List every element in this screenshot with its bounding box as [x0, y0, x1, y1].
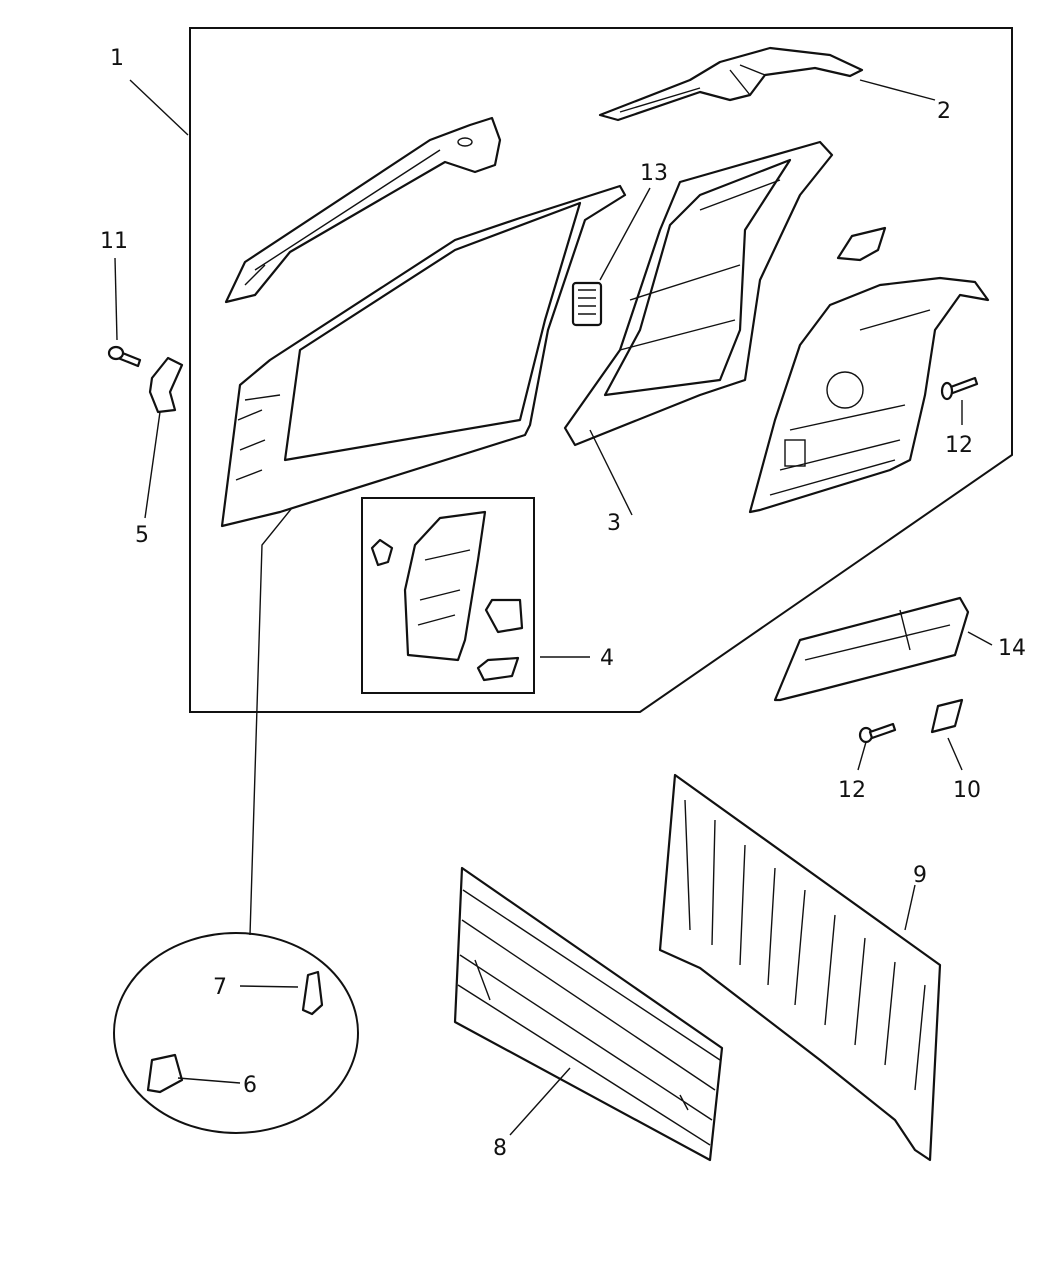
callout-4: 4 [600, 646, 614, 671]
screw-part-left [107, 345, 142, 368]
callout-12-upper: 12 [945, 433, 973, 458]
callout-2: 2 [937, 99, 951, 124]
screw-part-upper [940, 376, 979, 401]
callout-12-lower: 12 [838, 778, 866, 803]
callout-5: 5 [135, 523, 149, 548]
corner-bracket-part [930, 698, 964, 734]
callout-8: 8 [493, 1136, 507, 1161]
clip-part [148, 356, 184, 414]
small-bracket-part [836, 226, 887, 262]
callout-14: 14 [998, 636, 1026, 661]
callout-11: 11 [100, 229, 128, 254]
callout-7: 7 [213, 975, 227, 1000]
bracket-part-6 [146, 1053, 184, 1094]
callout-13: 13 [640, 161, 668, 186]
callout-1: 1 [110, 46, 124, 71]
callout-9: 9 [913, 863, 927, 888]
bracket-part-7 [301, 970, 324, 1016]
inset-reinforcement-part [370, 510, 524, 682]
assembly-outline [189, 27, 1013, 713]
callout-10: 10 [953, 778, 981, 803]
id-label-part [571, 281, 603, 327]
inset-box [361, 497, 535, 694]
screw-part-lower [858, 722, 897, 744]
callout-6: 6 [243, 1073, 257, 1098]
rear-panel-part [453, 866, 724, 1162]
callout-3: 3 [607, 511, 621, 536]
body-side-aperture-part [220, 184, 627, 528]
leader-lines [114, 79, 993, 1136]
center-pillar-part [563, 140, 834, 447]
cross-member-part [598, 46, 864, 122]
quarter-inner-panel-part [748, 276, 990, 514]
roof-rail-part [224, 116, 502, 304]
bed-bracket-part [773, 596, 970, 702]
front-panel-part [658, 773, 942, 1162]
detail-ellipse [113, 932, 359, 1134]
